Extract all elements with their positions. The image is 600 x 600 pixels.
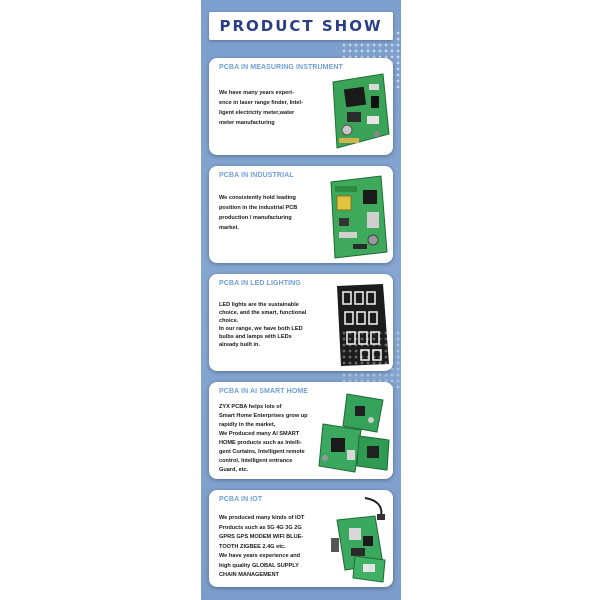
- header-banner: PRODUCT SHOW: [209, 12, 393, 40]
- card-text-line: GPRS GPS MODEM WIFI BLUE-: [219, 534, 304, 540]
- card-text-line: We Produced many AI SMART: [219, 431, 300, 437]
- industrial-pcb-image: [330, 175, 388, 259]
- led-display-image: [337, 284, 389, 366]
- card-text-line: control, Intelligent entrance: [219, 458, 293, 464]
- card-text-line: ligent electricity meter,water: [219, 110, 295, 116]
- card-description: We consistently hold leading position in…: [219, 193, 324, 233]
- smart-home-pcb-image: [318, 393, 390, 473]
- card-description: LED lights are the sustainable choice, a…: [219, 301, 324, 349]
- card-text-line: ence in laser range finder, Intel-: [219, 100, 303, 106]
- card-text-line: Smart Home Enterprises grow up: [219, 413, 308, 419]
- card-text-line: already built in.: [219, 342, 261, 348]
- card-title: PCBA IN INDUSTRIAL: [219, 172, 294, 179]
- card-description: We have many years experi- ence in laser…: [219, 88, 324, 128]
- card-description: ZYX PCBA helps lots of Smart Home Enterp…: [219, 403, 324, 475]
- card-industrial: PCBA IN INDUSTRIAL We consistently hold …: [209, 166, 393, 263]
- card-text-line: Products such as 5G 4G 3G 2G: [219, 524, 302, 531]
- card-text-line: choice, and the smart, functional: [219, 310, 307, 316]
- card-text-line: TOOTH ZIGBEE 2.4G etc.: [219, 543, 286, 550]
- card-iot: PCBA IN IOT We produced many kinds of IO…: [209, 490, 393, 587]
- card-text-line: HOME products such as Intelli-: [219, 440, 302, 446]
- card-text-line: We have years experience and: [219, 553, 301, 559]
- card-text-line: meter manufacturing: [219, 120, 275, 126]
- card-text-line: In our range, we have both LED: [219, 326, 303, 332]
- card-text-line: ZYX PCBA helps lots of: [219, 404, 282, 410]
- card-text-line: choice.: [219, 318, 239, 324]
- card-text-line: We have many years experi-: [219, 90, 294, 96]
- card-text-line: production / manufacturing: [219, 215, 292, 221]
- card-text-line: bulbs and lamps with LEDs: [219, 334, 292, 340]
- card-text-line: We consistently hold leading: [219, 195, 296, 201]
- card-title: PCBA IN IOT: [219, 496, 263, 503]
- card-text-line: market.: [219, 225, 239, 231]
- card-text-line: rapidly in the market,: [219, 422, 276, 428]
- card-led-lighting: PCBA IN LED LIGHTING LED lights are the …: [209, 274, 393, 371]
- card-text-line: CHAIN MANAGEMENT: [219, 572, 279, 578]
- card-measuring-instrument: PCBA IN MEASURING INSTRUMENT We have man…: [209, 58, 393, 155]
- card-title: PCBA IN LED LIGHTING: [219, 280, 301, 287]
- measuring-pcb-image: [332, 73, 390, 149]
- card-title: PCBA IN AI SMART HOME: [219, 388, 309, 395]
- page-title: PRODUCT SHOW: [219, 17, 383, 35]
- card-ai-smart-home: PCBA IN AI SMART HOME ZYX PCBA helps lot…: [209, 382, 393, 479]
- card-text-line: high quality GLOBAL SUPPLY: [219, 562, 299, 569]
- card-text-line: gent Curtains, Intelligent remote: [219, 449, 305, 455]
- card-text-line: Guard, etc.: [219, 467, 249, 473]
- card-text-line: LED lights are the sustainable: [219, 302, 299, 308]
- iot-pcb-image: [331, 497, 386, 583]
- product-show-panel: PRODUCT SHOW PCBA IN MEASURING INSTRUMEN…: [201, 0, 401, 600]
- card-title: PCBA IN MEASURING INSTRUMENT: [219, 64, 343, 71]
- card-text-line: We produced many kinds of IOT: [219, 515, 305, 521]
- card-description: We produced many kinds of IOT Products s…: [219, 514, 324, 581]
- card-text-line: position in the industrial PCB: [219, 205, 298, 211]
